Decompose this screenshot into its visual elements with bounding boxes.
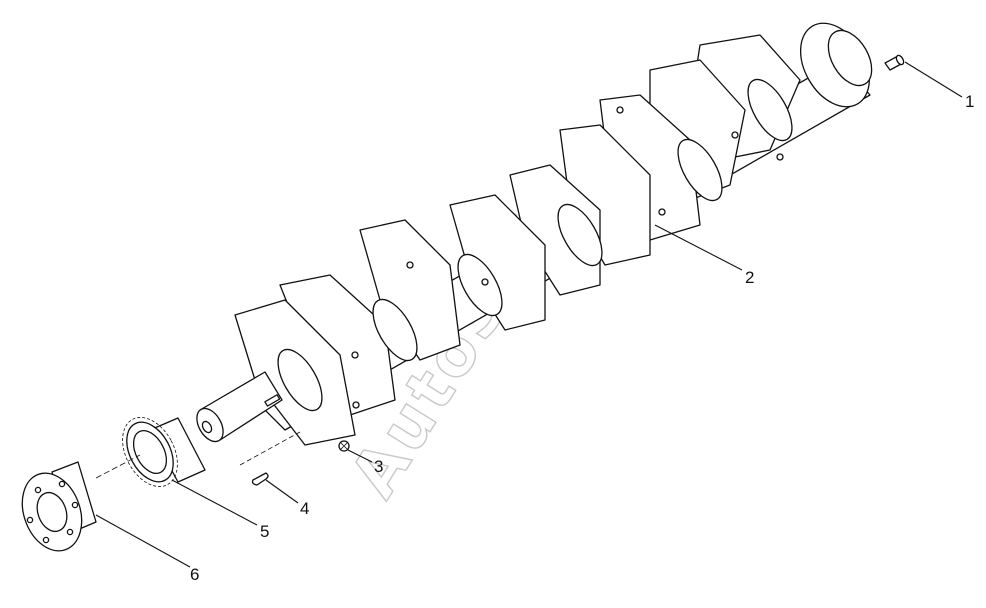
callout-4: 4 — [300, 499, 309, 518]
callout-5: 5 — [260, 522, 269, 541]
callout-2: 2 — [745, 268, 754, 287]
leader-lines — [95, 61, 963, 568]
plug — [338, 440, 350, 452]
callout-1: 1 — [965, 92, 974, 111]
pulley-hub — [21, 461, 97, 552]
callout-6: 6 — [190, 565, 199, 584]
crankshaft — [196, 22, 873, 446]
key — [239, 431, 301, 486]
gear — [95, 417, 206, 487]
callouts: 1 2 3 4 5 6 — [190, 92, 974, 584]
dowel-pin — [884, 54, 905, 71]
callout-3: 3 — [374, 457, 383, 476]
